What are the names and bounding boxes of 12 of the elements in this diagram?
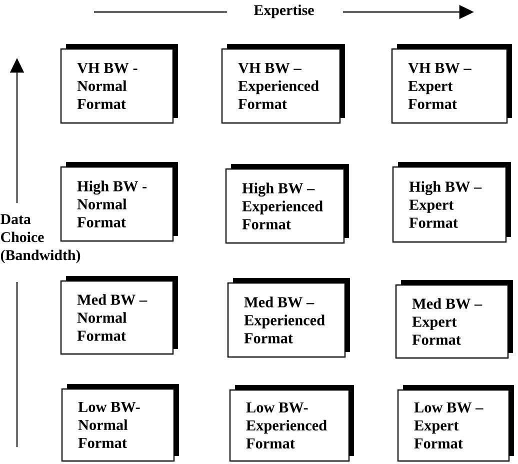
- text-box: VH BW - Normal Format: [60, 44, 178, 124]
- text-box: Low BW- Normal Format: [61, 384, 179, 462]
- text-box: Med BW – Experienced Format: [227, 278, 350, 358]
- text-box: High BW – Expert Format: [392, 162, 511, 243]
- axis-label: Expertise: [254, 4, 314, 18]
- text-box: Med BW – Normal Format: [60, 276, 178, 355]
- text-box: Med BW – Expert Format: [395, 280, 513, 359]
- text-box: VH BW – Experienced Format: [221, 44, 345, 124]
- text-box: High BW – Experienced Format: [225, 164, 349, 244]
- text-box: Low BW- Experienced Format: [229, 385, 354, 462]
- text-box: VH BW – Expert Format: [391, 44, 512, 124]
- text-box: Low BW – Expert Format: [397, 385, 514, 462]
